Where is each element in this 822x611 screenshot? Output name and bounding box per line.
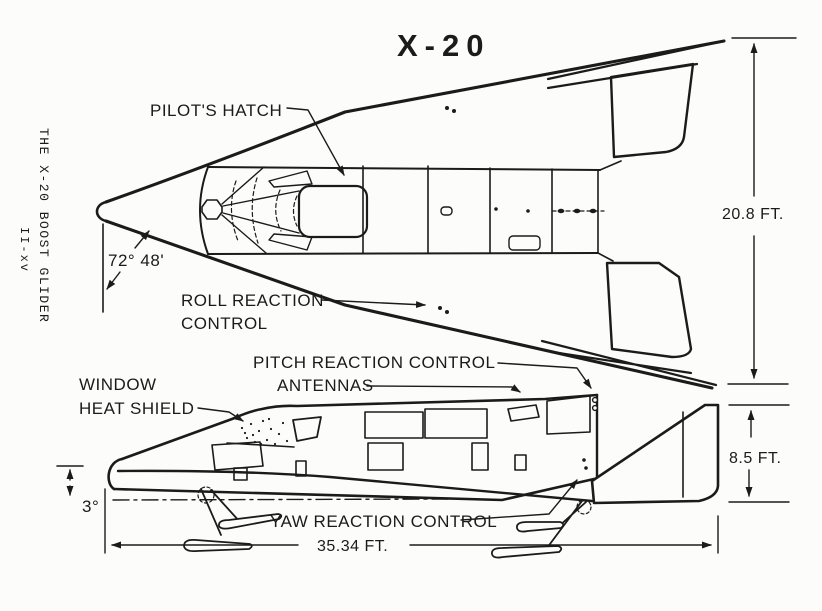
callout-pilots-hatch: PILOT'S HATCH	[150, 101, 345, 176]
callout-window-heat-shield: WINDOW HEAT SHIELD	[79, 375, 244, 422]
page-number: II-xv	[17, 227, 31, 273]
fuselage-dot-1	[494, 207, 498, 211]
running-title: THE X-20 BOOST GLIDER	[36, 128, 51, 323]
ground-angle-value: 3°	[82, 497, 99, 516]
antennas-leader	[366, 384, 521, 393]
sweep-angle-value: 72° 48'	[108, 251, 164, 270]
pitch-reaction-leader	[497, 362, 592, 389]
nose-cap	[95, 200, 108, 223]
wing-span-value: 20.8 FT.	[722, 206, 784, 223]
yaw-reaction-leader	[460, 479, 578, 521]
lower-wingtip-edge	[540, 339, 718, 387]
aft-bulkhead	[597, 160, 622, 262]
window-heat-shield-stipple	[240, 417, 289, 446]
antenna-panel	[507, 404, 540, 422]
aft-skid-far	[516, 521, 565, 533]
fuselage-equipment-panels	[211, 395, 591, 481]
dimension-wing-span: 20.8 FT.	[722, 37, 797, 385]
pitch-thruster-nozzles	[557, 208, 597, 214]
cockpit-hidden-lines	[230, 177, 298, 244]
roll-thruster-ports-lower	[438, 306, 449, 314]
lower-leading-edge	[104, 219, 714, 390]
side-view	[107, 393, 720, 559]
figure-title: X-20	[397, 28, 490, 63]
dimension-ground-angle: 3°	[56, 465, 99, 516]
fuselage-dot-2	[526, 209, 530, 213]
dimension-overall-length: 35.34 FT.	[104, 488, 719, 555]
aft-skid-near	[491, 545, 563, 559]
aft-hatch-detail	[508, 235, 541, 251]
overall-length-value: 35.34 FT.	[317, 538, 388, 555]
upper-leading-edge	[104, 39, 726, 204]
top-view	[95, 39, 726, 390]
window-heat-shield-leader	[197, 407, 244, 422]
fuselage-bottom-edge	[207, 252, 599, 255]
callout-roll-reaction-control: ROLL REACTION CONTROL	[181, 291, 426, 333]
window-heat-shield-label-line2: HEAT SHIELD	[79, 399, 194, 418]
yaw-thruster-ports	[582, 458, 588, 470]
window-heat-shield-label-line1: WINDOW	[79, 375, 157, 394]
forward-lower-panel	[211, 441, 264, 471]
pitch-reaction-label: PITCH REACTION CONTROL	[253, 353, 495, 372]
pilots-hatch-label: PILOT'S HATCH	[150, 101, 282, 120]
roll-reaction-leader	[321, 299, 426, 309]
roll-reaction-label-line1: ROLL REACTION	[181, 291, 324, 310]
dimension-sweep-angle: 72° 48'	[102, 223, 164, 313]
belly-line	[112, 477, 596, 502]
pilots-hatch-leader	[286, 107, 345, 176]
forward-skid-far	[218, 513, 283, 530]
fuselage-panel-lines	[362, 165, 553, 254]
canopy-window	[292, 416, 322, 442]
pitch-thruster-ports-side	[591, 396, 599, 412]
centerline-fitting	[440, 206, 453, 216]
reference-centerline	[112, 498, 449, 501]
lower-tip-fin	[605, 261, 693, 359]
tail-fin	[590, 403, 720, 505]
side-window-upper	[268, 170, 313, 188]
upper-wingtip-edge	[546, 39, 726, 90]
forward-landing-skid	[183, 486, 283, 553]
fuselage-front-arc	[199, 166, 209, 255]
pilots-hatch-panel	[297, 184, 369, 239]
yaw-reaction-label: YAW REACTION CONTROL	[270, 512, 497, 531]
callout-antennas: ANTENNAS	[277, 376, 521, 395]
side-window-lower	[268, 233, 313, 251]
canopy-frame-lines	[221, 166, 300, 254]
aft-landing-skid	[491, 499, 592, 559]
nose-window	[201, 199, 223, 220]
lower-chine-line	[116, 469, 594, 503]
page-margin: THE X-20 BOOST GLIDER II-xv	[17, 128, 51, 323]
dimension-fin-height: 8.5 FT.	[728, 404, 790, 503]
roll-thruster-ports-upper	[445, 106, 456, 113]
upper-tip-fin	[609, 62, 695, 159]
roll-reaction-label-line2: CONTROL	[181, 314, 268, 333]
tail-equipment-panel	[546, 395, 591, 435]
callout-yaw-reaction-control: YAW REACTION CONTROL	[270, 479, 578, 531]
callout-pitch-reaction-control: PITCH REACTION CONTROL	[253, 353, 592, 389]
antennas-label: ANTENNAS	[277, 376, 374, 395]
fin-height-value: 8.5 FT.	[729, 450, 781, 467]
fuselage-top-edge	[207, 166, 601, 171]
nose-profile	[107, 457, 124, 491]
